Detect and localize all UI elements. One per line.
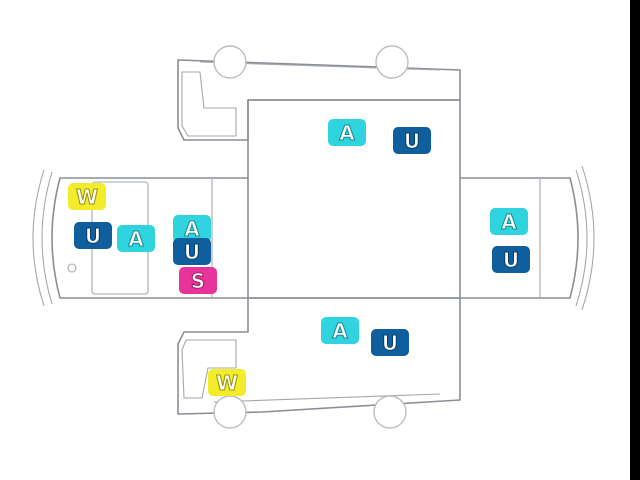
badge-label: U (84, 223, 102, 248)
badge-label: U (183, 239, 201, 264)
badge-a-top: A (328, 119, 366, 146)
wheel-bottom-rear (213, 395, 247, 429)
front-panel (459, 177, 579, 299)
top-side-panel (177, 59, 461, 141)
top-window (181, 71, 237, 137)
bottom-side-panel (177, 297, 461, 415)
bottom-window (181, 339, 237, 399)
badge-label: W (75, 184, 99, 209)
rear-panel (51, 177, 249, 299)
wheel-top-front (375, 45, 409, 79)
badge-u-top: U (393, 127, 431, 154)
badge-label: A (184, 216, 201, 241)
badge-label: U (502, 247, 520, 272)
badge-s-rear: S (179, 267, 217, 294)
badge-a-bottom: A (321, 317, 359, 344)
wheel-top-rear (213, 45, 247, 79)
badge-label: A (128, 226, 145, 251)
badge-u-bottom: U (371, 329, 409, 356)
badge-label: U (403, 128, 421, 153)
badge-w-bottom: W (208, 369, 246, 396)
badge-label: U (381, 330, 399, 355)
badge-u-rear-2: U (173, 238, 211, 265)
right-edge-bar (630, 0, 640, 480)
badge-a-front: A (490, 208, 528, 235)
badge-label: S (190, 268, 206, 293)
badge-label: A (332, 318, 349, 343)
badge-u-rear: U (74, 222, 112, 249)
badge-label: A (501, 209, 518, 234)
wheel-bottom-front (373, 395, 407, 429)
badge-label: A (339, 120, 356, 145)
badge-a-rear: A (117, 225, 155, 252)
badge-label: W (215, 370, 239, 395)
badge-w-rear: W (68, 183, 106, 210)
badge-u-front: U (492, 246, 530, 273)
